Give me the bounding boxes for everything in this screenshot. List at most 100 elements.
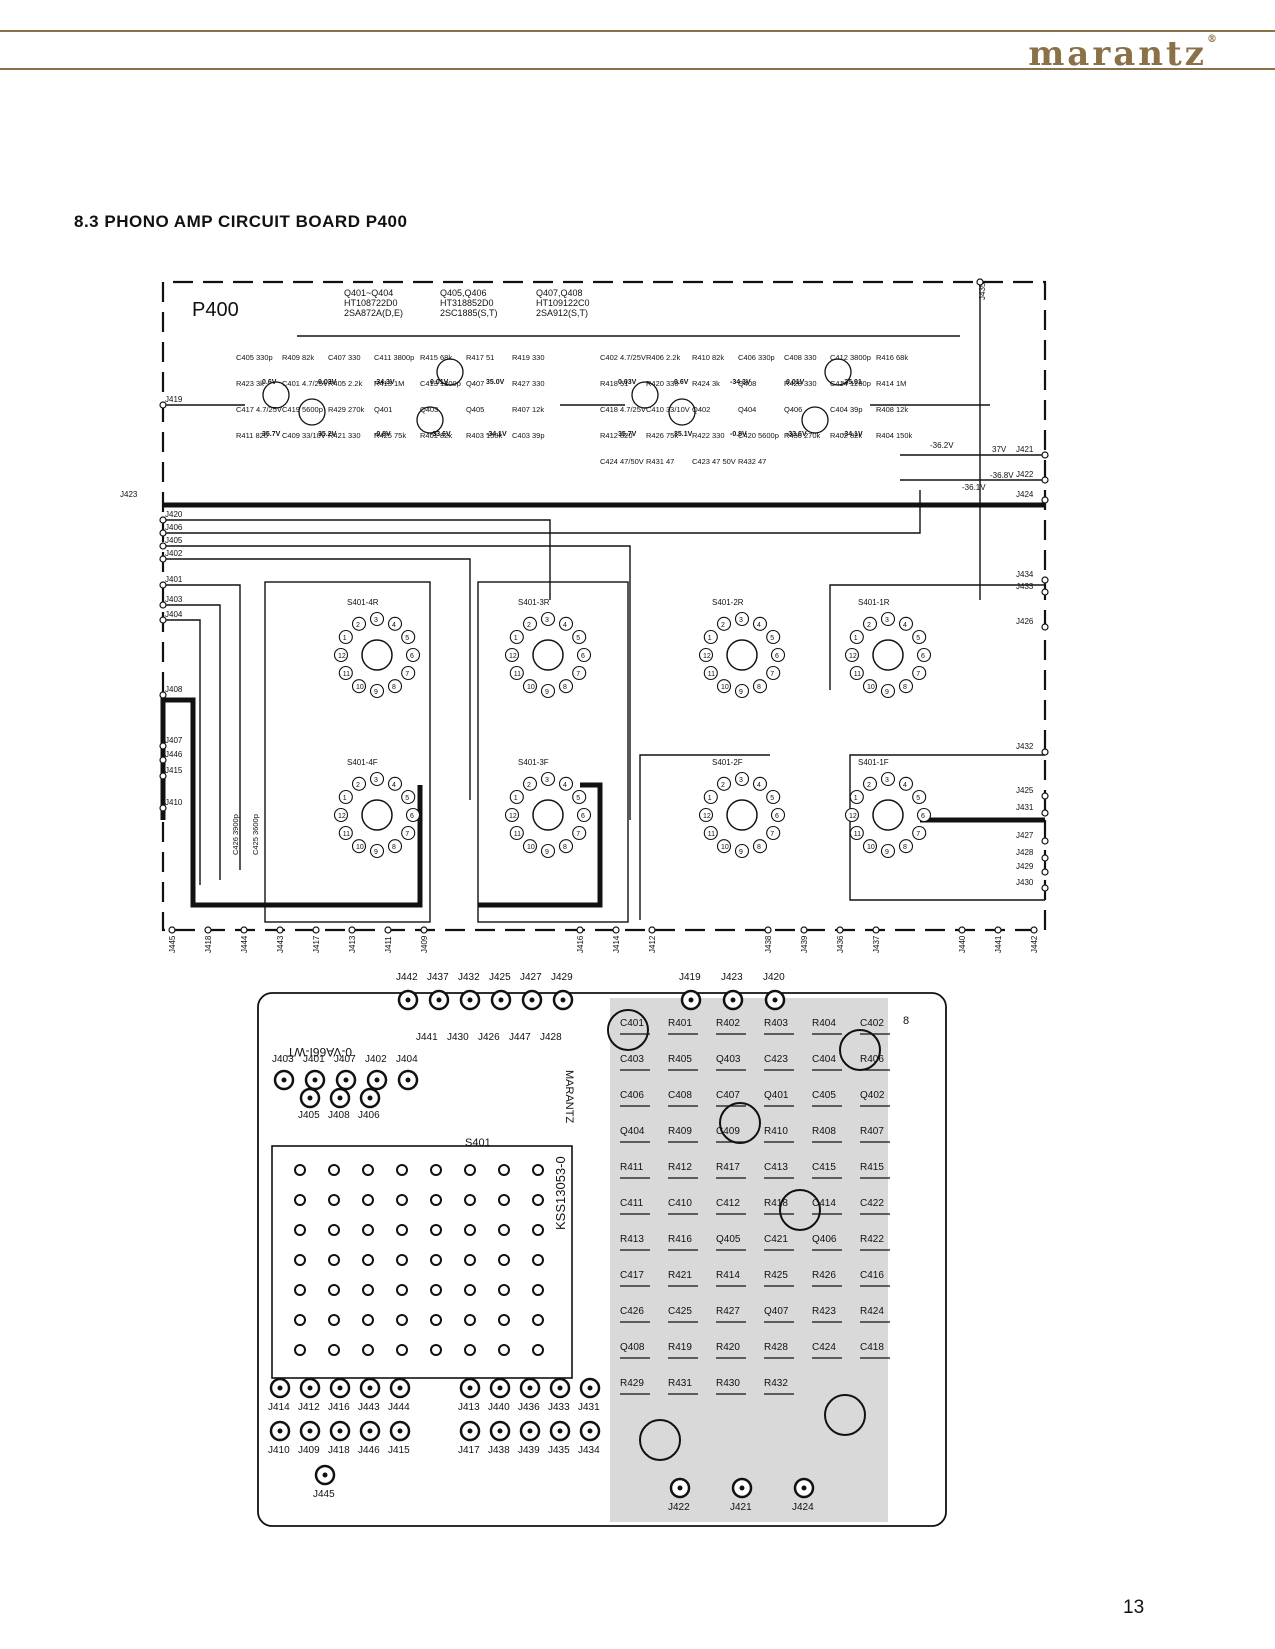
pcb-switch-pad <box>430 1314 442 1326</box>
switch-contact-number: 11 <box>343 831 350 838</box>
pcb-jack-pad-hole <box>367 1095 373 1101</box>
switch-label: S401-4R <box>347 598 379 607</box>
switch-contact-number: 1 <box>343 635 347 642</box>
transistor-symbol <box>668 398 696 426</box>
component-label: C417 4.7/25V <box>236 405 282 414</box>
switch-contact-number: 5 <box>770 795 774 802</box>
jack-terminal <box>1041 451 1049 459</box>
switch-contact-number: 10 <box>527 684 535 691</box>
component-label: R414 1M <box>876 379 906 388</box>
switch-contact <box>522 679 538 694</box>
voltage-label: 0.01V <box>430 379 449 386</box>
pcb-switch-pad <box>396 1194 408 1206</box>
switch-contact <box>405 647 421 663</box>
switch-rotor <box>726 639 758 671</box>
pcb-jack-label: J418 <box>328 1445 350 1456</box>
voltage-label: 0.01V <box>786 379 805 386</box>
switch-contact <box>509 629 524 645</box>
switch-contact <box>576 647 592 663</box>
component-label: R432 47 <box>738 457 766 466</box>
transistor-spec-line: 2SA872A(D,E) <box>344 308 403 318</box>
jack-label: J409 <box>420 935 429 953</box>
jack-label: J436 <box>836 935 845 953</box>
pcb-switch-pad <box>464 1284 476 1296</box>
switch-contact <box>766 629 781 645</box>
jack-label: J430 <box>1016 878 1034 887</box>
jack-label: J404 <box>165 610 183 619</box>
pcb-jack-pad-hole <box>277 1428 283 1434</box>
pcb-jack-label: J435 <box>548 1445 570 1456</box>
jack-label: J408 <box>165 685 183 694</box>
pcb-part-label: R431 <box>668 1378 692 1389</box>
pcb-part-label: R410 <box>764 1126 788 1137</box>
pcb-jack-label: J437 <box>427 972 449 983</box>
pcb-switch-pad <box>498 1314 510 1326</box>
jack-label: J417 <box>312 935 321 953</box>
jack-label: J410 <box>165 798 183 807</box>
pcb-part-label: Q401 <box>764 1090 789 1101</box>
component-label: R420 330 <box>646 379 679 388</box>
pcb-jack-label: J446 <box>358 1445 380 1456</box>
switch-contact <box>734 771 750 787</box>
switch-contact-number: 5 <box>576 795 580 802</box>
component-label: C405 330p <box>236 353 273 362</box>
switch-label: S401-1R <box>858 598 890 607</box>
jack-terminal <box>576 926 584 934</box>
pcb-part-label: R430 <box>716 1378 740 1389</box>
pcb-jack-pad-hole <box>677 1485 683 1491</box>
switch-contact-number: 8 <box>392 844 396 851</box>
component-label: R411 820 <box>236 431 268 440</box>
jack-label: J402 <box>165 549 183 558</box>
switch-contact <box>509 789 524 805</box>
switch-contact <box>898 679 914 694</box>
pcb-part-label: R421 <box>668 1270 692 1281</box>
pcb-jack-pad-hole <box>307 1428 313 1434</box>
switch-rotor <box>361 639 393 671</box>
jack-label: J427 <box>1016 831 1034 840</box>
pcb-capacitor-outline <box>839 1029 881 1071</box>
pcb-part-label: R420 <box>716 1342 740 1353</box>
switch-contact-number: 4 <box>563 622 567 629</box>
pcb-switch-pad <box>328 1164 340 1176</box>
jack-label: J421 <box>1016 445 1034 454</box>
switch-contact-number: 6 <box>775 813 779 820</box>
jack-terminal <box>1041 837 1049 845</box>
switch-contact-number: 8 <box>757 684 761 691</box>
voltage-label: -36.8V <box>990 471 1014 480</box>
switch-contact-number: 4 <box>757 782 761 789</box>
switch-contact-number: 6 <box>921 653 925 660</box>
component-label: C425 3600p <box>251 814 260 855</box>
pcb-jack-label: J444 <box>388 1402 410 1413</box>
switch-contact-number: 10 <box>356 844 364 851</box>
switch-contact-number: 1 <box>854 635 858 642</box>
pcb-jack-pad-hole <box>467 1428 473 1434</box>
pcb-jack-label: J420 <box>763 972 785 983</box>
switch-contact <box>716 679 732 694</box>
pcb-jack-label: J404 <box>396 1054 418 1065</box>
pcb-switch-pad <box>498 1194 510 1206</box>
jack-terminal <box>384 926 392 934</box>
component-label: C414 1200p <box>830 379 871 388</box>
pcb-switch-pad <box>396 1254 408 1266</box>
pcb-part-label: C407 <box>716 1090 740 1101</box>
header-rule-bottom <box>0 68 1275 70</box>
pcb-jack-pad-hole <box>529 997 535 1003</box>
switch-contact-number: 12 <box>509 813 517 820</box>
pcb-switch-pad <box>362 1344 374 1356</box>
pcb-part-label: C402 <box>860 1018 884 1029</box>
component-label: R403 150k <box>466 431 503 440</box>
pcb-jack-label: J417 <box>458 1445 480 1456</box>
switch-contact <box>770 647 786 663</box>
switch-contact <box>401 825 416 841</box>
pcb-jack-label: J412 <box>298 1402 320 1413</box>
component-label: R430 270k <box>784 431 821 440</box>
component-label: R407 12k <box>512 405 544 414</box>
pcb-switch-pad <box>430 1344 442 1356</box>
jack-terminal <box>994 926 1002 934</box>
pcb-jack-label: J421 <box>730 1502 752 1513</box>
switch-contact <box>770 807 786 823</box>
pcb-switch-pad <box>430 1164 442 1176</box>
switch-contact <box>880 611 896 627</box>
jack-terminal <box>159 555 167 563</box>
voltage-label: -0.8V <box>730 431 747 438</box>
